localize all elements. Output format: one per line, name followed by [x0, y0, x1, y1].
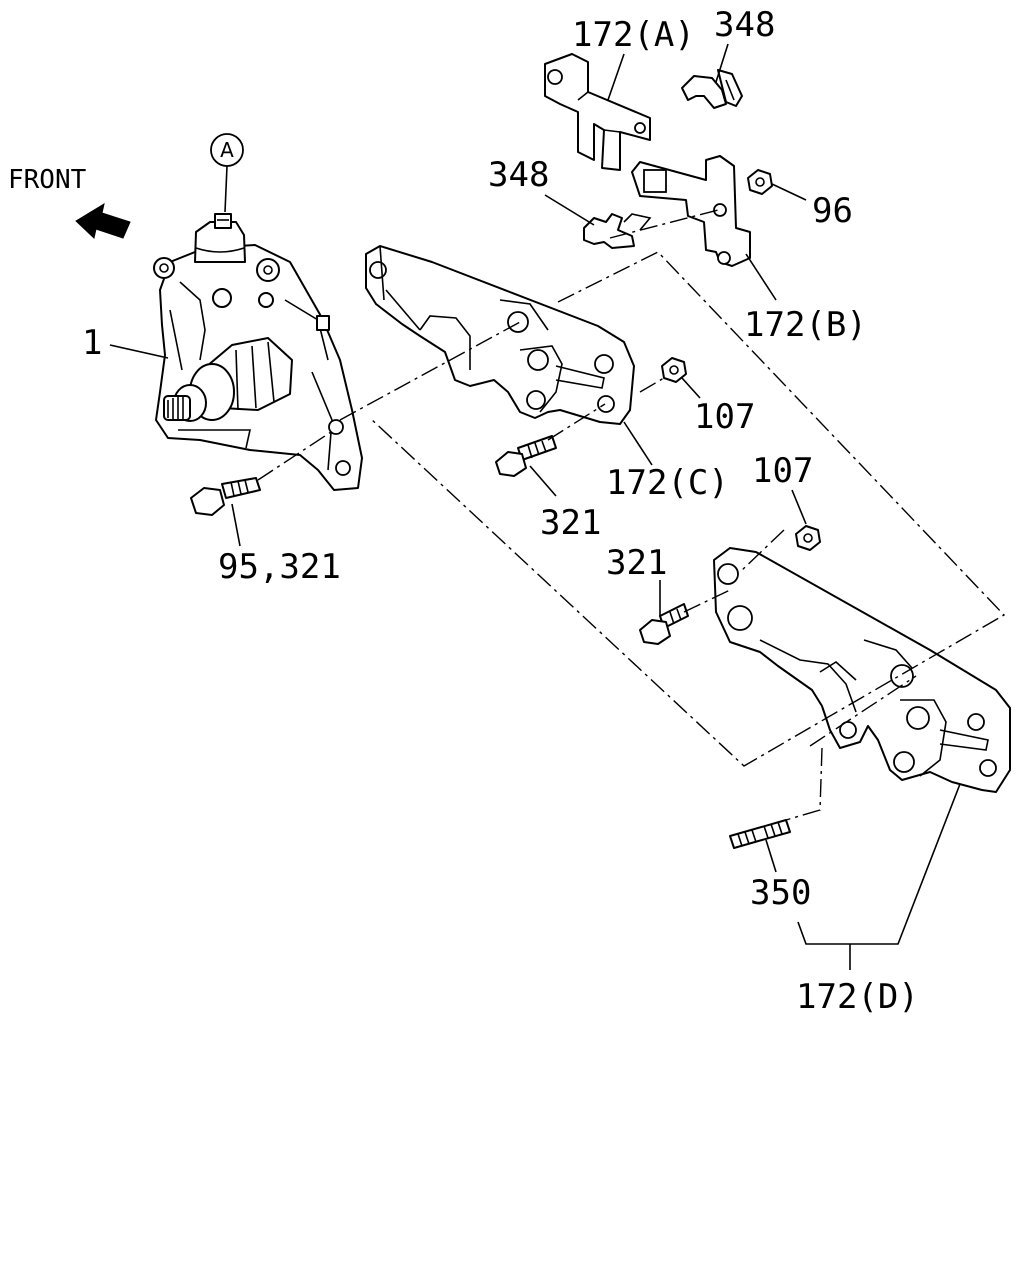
bracket-172-a	[544, 53, 651, 171]
bolt-321-lower	[639, 603, 689, 645]
callout-nut-107-lower: 107	[752, 451, 813, 491]
bracket-172-c	[365, 245, 635, 425]
callout-bolt-321-upper: 321	[540, 503, 601, 543]
front-arrow-icon	[75, 202, 131, 239]
callout-bracket-d: 172(D)	[796, 977, 919, 1017]
clip-348-mid	[583, 213, 652, 249]
bracket-172-b	[631, 155, 751, 267]
bolt-axis-line	[257, 429, 335, 481]
nut-107-lower	[795, 525, 821, 551]
callout-clip-mid: 348	[488, 155, 549, 195]
assembly-lines	[339, 209, 1006, 821]
callout-clip-top: 348	[714, 5, 775, 45]
callout-bolt-95-321: 95,321	[218, 547, 341, 587]
front-label: FRONT	[8, 165, 87, 195]
callout-stud-350: 350	[750, 873, 811, 913]
leader-lines	[109, 43, 961, 970]
nut-96	[747, 169, 773, 195]
callout-pump: 1	[82, 323, 102, 363]
front-indicator: FRONT	[8, 165, 131, 239]
nut-107-upper	[661, 357, 687, 383]
bolt-321-upper	[495, 435, 557, 477]
callout-bracket-b: 172(B)	[744, 305, 867, 345]
bolt-95-321	[190, 477, 261, 516]
callout-nut-96: 96	[812, 191, 853, 231]
stud-350	[729, 819, 791, 849]
injection-pump	[153, 213, 363, 491]
reference-marker-label: A	[220, 138, 234, 162]
bracket-172-d	[713, 547, 1011, 793]
callout-bracket-c: 172(C)	[606, 463, 729, 503]
callout-bolt-321-lower: 321	[606, 543, 667, 583]
callout-nut-107-upper: 107	[694, 397, 755, 437]
callout-bracket-a: 172(A)	[572, 15, 695, 55]
reference-marker-a: A	[210, 133, 244, 213]
callout-labels: 1 95,321 172(A) 348 348 96 172(B) 107 17…	[82, 5, 919, 1017]
clip-348-top	[681, 69, 743, 109]
